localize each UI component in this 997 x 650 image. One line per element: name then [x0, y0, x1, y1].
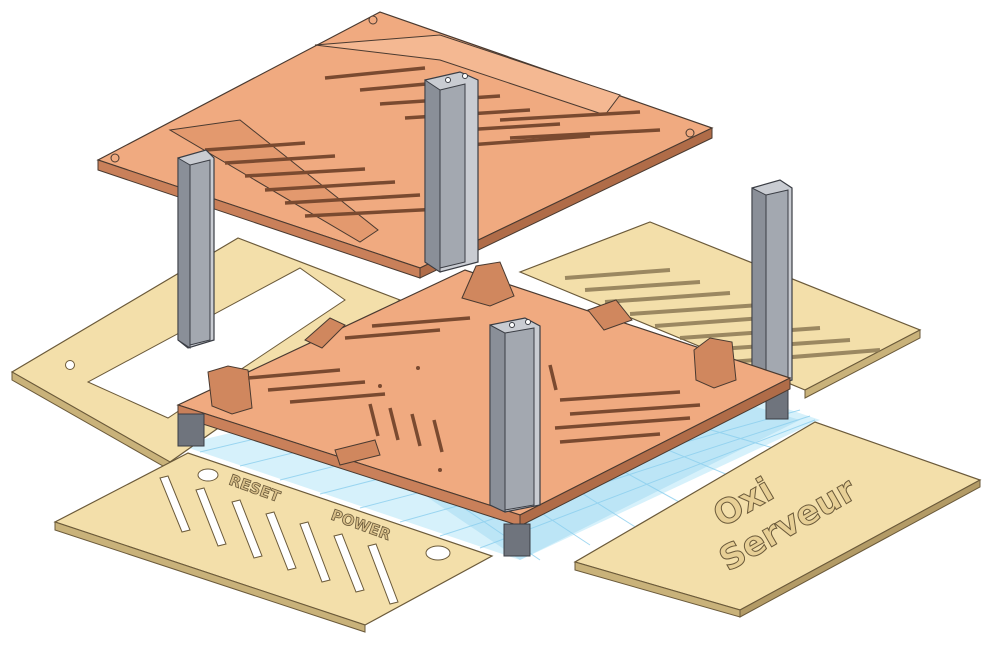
pillar-right[interactable] — [751, 179, 793, 420]
right-side-panel[interactable] — [518, 221, 922, 399]
pillar-center-back[interactable] — [424, 71, 479, 273]
bottom-plate[interactable] — [176, 261, 792, 557]
front-right-panel[interactable]: Oxi Serveur — [573, 421, 982, 618]
front-left-panel[interactable]: RESET POWER — [53, 452, 494, 633]
pillar-left[interactable] — [177, 149, 215, 349]
left-side-panel[interactable] — [10, 237, 402, 471]
pillar-front[interactable] — [489, 317, 541, 513]
